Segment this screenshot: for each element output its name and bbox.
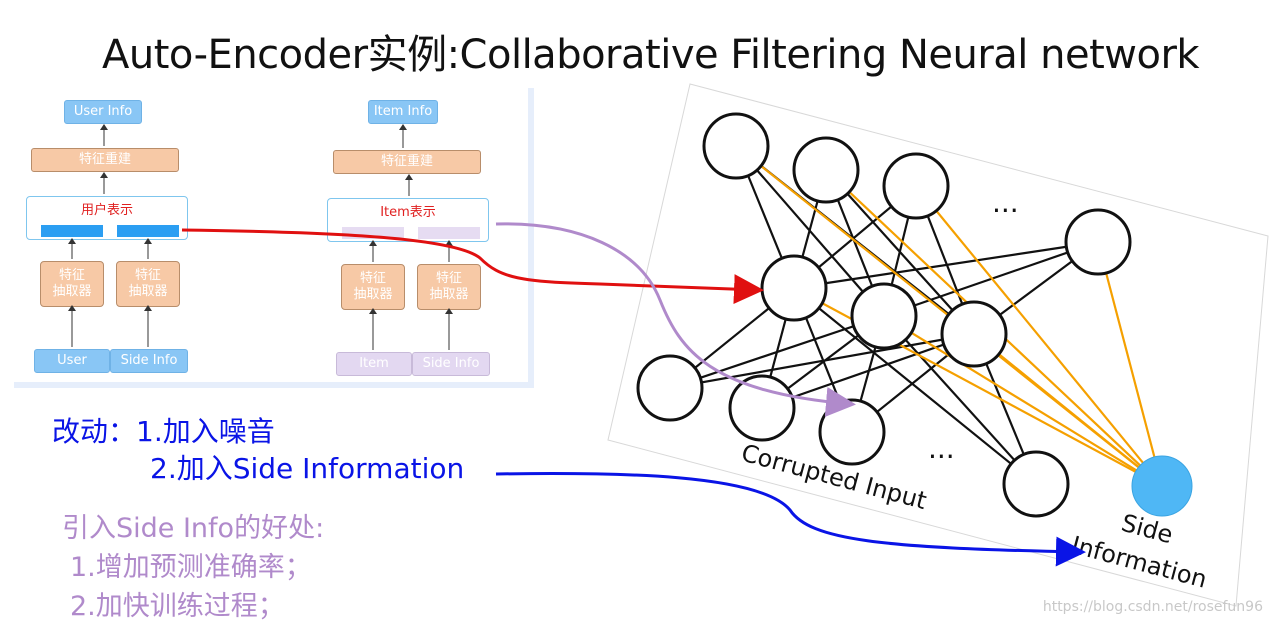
- output-node-4: [1064, 208, 1132, 276]
- item-recon-box: 特征重建: [333, 150, 481, 174]
- benefits-item-2: 2.加快训练过程；: [70, 591, 285, 622]
- input-node-4: [1002, 450, 1070, 518]
- hidden-node-1: [760, 254, 828, 322]
- input-node-3: [818, 398, 886, 466]
- changes-line2: 2.加入Side Information: [150, 452, 465, 485]
- item-repr-bar-2: [418, 227, 480, 239]
- benefits-heading: 引入Side Info的好处:: [62, 513, 325, 544]
- orange-edges: [735, 145, 1164, 487]
- item-extractor-2: 特征 抽取器: [417, 264, 481, 310]
- item-info-box: Item Info: [368, 100, 438, 124]
- user-repr-bar-2: [117, 225, 179, 237]
- user-extractor-2: 特征 抽取器: [116, 261, 180, 307]
- red-arrow: [181, 228, 764, 305]
- user-info-box: User Info: [64, 100, 142, 124]
- output-node-2: [792, 136, 860, 204]
- watermark: https://blog.csdn.net/rosefun96: [1042, 599, 1263, 615]
- changes-line1: 改动：1.加入噪音: [52, 415, 275, 448]
- item-input-box: Item: [336, 352, 412, 376]
- hidden-node-2: [850, 282, 918, 350]
- user-repr-box: 用户表示: [26, 196, 188, 240]
- output-layer: [702, 112, 1132, 276]
- user-recon-box: 特征重建: [31, 148, 179, 172]
- hidden-node-3: [940, 300, 1008, 368]
- side-information-node: [1131, 455, 1193, 517]
- top-ellipsis: ...: [992, 186, 1019, 219]
- user-input-box: User: [34, 349, 110, 373]
- user-side-info-box: Side Info: [110, 349, 188, 373]
- benefits-item-1: 1.增加预测准确率；: [70, 552, 312, 583]
- item-side-info-box: Side Info: [412, 352, 490, 376]
- output-node-1: [702, 112, 770, 180]
- input-node-2: [728, 374, 796, 442]
- bottom-ellipsis: ...: [928, 432, 955, 465]
- user-repr-bar-1: [41, 225, 103, 237]
- output-node-3: [882, 152, 950, 220]
- user-extractor-1: 特征 抽取器: [40, 261, 104, 307]
- item-extractor-1: 特征 抽取器: [341, 264, 405, 310]
- blue-arrow: [495, 471, 1086, 567]
- slide-title: Auto-Encoder实例:Collaborative Filtering N…: [102, 32, 1200, 78]
- purple-arrow: [495, 222, 856, 417]
- item-repr-label: Item表示: [380, 205, 436, 220]
- user-repr-label: 用户表示: [80, 203, 133, 218]
- input-node-1: [636, 354, 704, 422]
